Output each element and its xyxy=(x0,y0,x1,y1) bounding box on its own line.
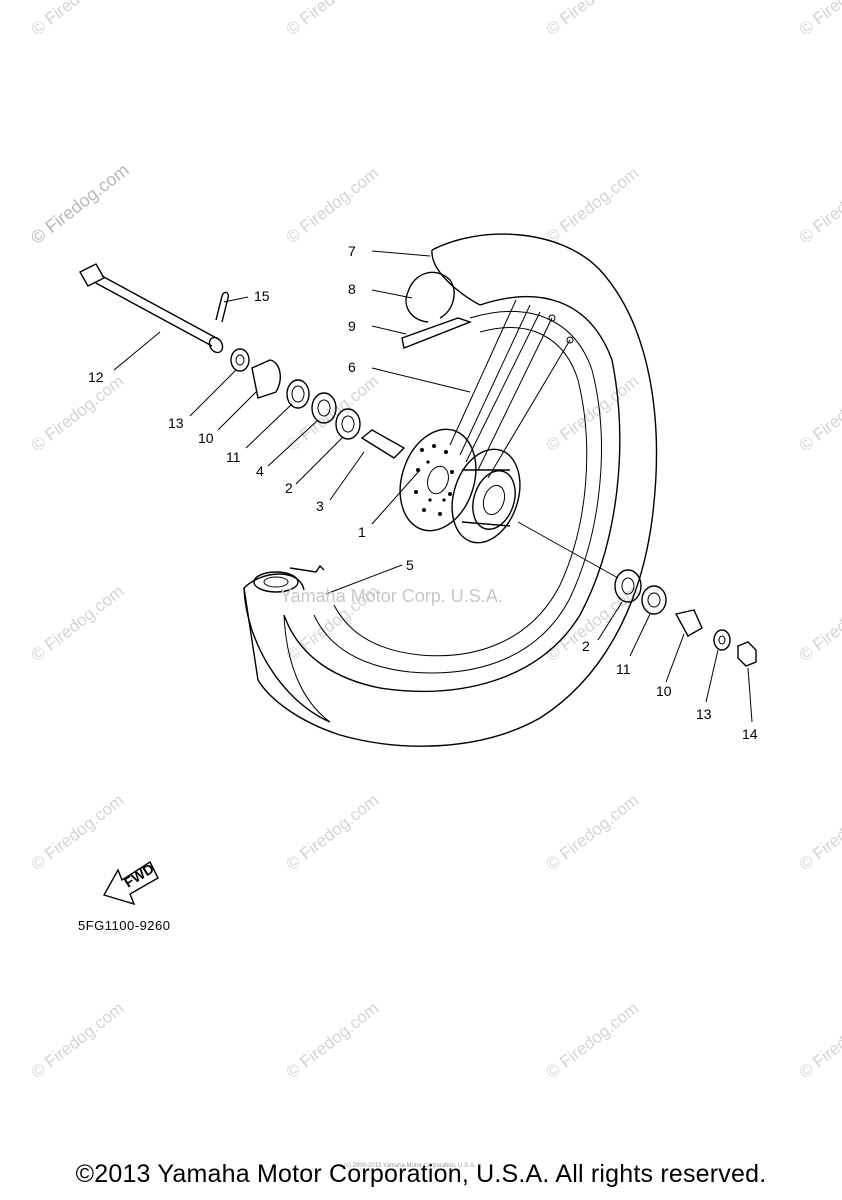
tube-and-rim-band xyxy=(401,271,473,349)
callout-5: 5 xyxy=(406,557,414,573)
callout-14: 14 xyxy=(742,726,758,742)
fwd-arrow: FWD xyxy=(102,860,159,906)
callout-numbers: 7 8 9 6 15 12 13 10 11 4 2 3 1 5 2 11 10… xyxy=(88,243,758,742)
axle-shaft xyxy=(79,263,224,354)
callout-7: 7 xyxy=(348,243,356,259)
callout-10: 10 xyxy=(198,430,214,446)
cotter-pin xyxy=(215,291,230,323)
callout-2: 2 xyxy=(285,480,293,496)
valve-stem xyxy=(253,564,325,593)
callout-10: 10 xyxy=(656,683,672,699)
callout-11: 11 xyxy=(226,449,241,465)
callout-1: 1 xyxy=(358,524,366,540)
callout-12: 12 xyxy=(88,369,104,385)
callout-3: 3 xyxy=(316,498,324,514)
left-side-parts xyxy=(230,348,406,459)
callout-9: 9 xyxy=(348,318,356,334)
callout-4: 4 xyxy=(256,463,264,479)
callout-2: 2 xyxy=(582,638,590,654)
callout-8: 8 xyxy=(348,281,356,297)
callout-13: 13 xyxy=(696,706,712,722)
hub-and-brake-disc xyxy=(399,428,521,544)
right-side-parts xyxy=(517,521,757,667)
center-watermark: Yamaha Motor Corp. U.S.A. xyxy=(280,586,503,606)
spokes-drawing xyxy=(449,299,574,479)
leader-lines xyxy=(113,250,753,723)
callout-15: 15 xyxy=(254,288,270,304)
tire-drawing xyxy=(243,233,658,747)
callout-13: 13 xyxy=(168,415,184,431)
diagram-code: 5FG1100-9260 xyxy=(78,918,171,933)
copyright-footer: ©2013 Yamaha Motor Corporation, U.S.A. A… xyxy=(75,1160,767,1188)
callout-6: 6 xyxy=(348,359,356,375)
tiny-copyright-watermark: (c) 2000-2013 Yamaha Motor Corporation, … xyxy=(344,1163,476,1169)
callout-11: 11 xyxy=(616,661,631,677)
